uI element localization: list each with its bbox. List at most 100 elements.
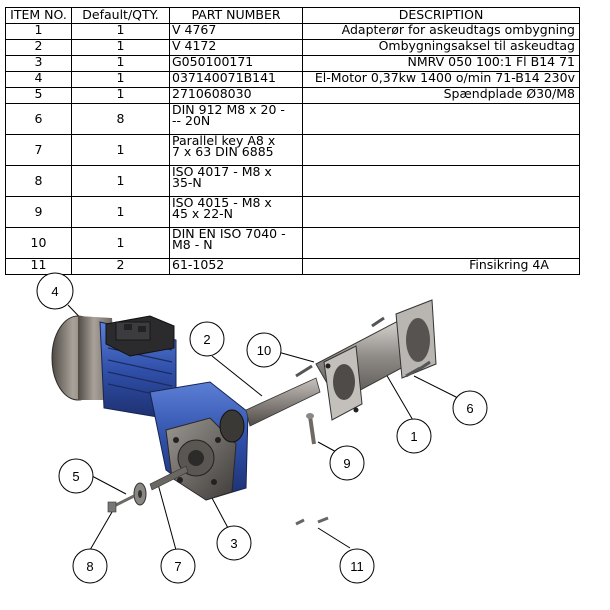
bill-of-materials-table: ITEM NO. Default/QTY. PART NUMBER DESCRI… — [5, 7, 580, 275]
bolt-part — [295, 316, 431, 378]
leader-line-3 — [211, 497, 229, 529]
balloon-3: 3 — [216, 525, 252, 561]
qty-cell: 1 — [71, 39, 170, 56]
description-cell — [302, 165, 580, 197]
part-number-cell: 2710608030 — [169, 87, 303, 104]
description-cell — [302, 134, 580, 166]
hex-bolt-part — [107, 494, 135, 513]
qty-cell: 2 — [71, 258, 170, 275]
description-cell — [302, 103, 580, 135]
balloon-1: 1 — [396, 418, 432, 454]
bom-row: 10 1 DIN EN ISO 7040 - M8 - N — [5, 227, 580, 259]
qty-cell: 1 — [71, 87, 170, 104]
bom-row: 8 1 ISO 4017 - M8 x 35-N — [5, 165, 580, 197]
item-no-cell: 9 — [5, 196, 72, 228]
balloon-5: 5 — [58, 458, 94, 494]
part-number-cell: G050100171 — [169, 55, 303, 72]
bom-row: 4 1 037140071B141 El-Motor 0,37kw 1400 o… — [5, 71, 580, 88]
qty-cell: 1 — [71, 134, 170, 166]
bom-row: 1 1 V 4767 Adapterør for askeudtags omby… — [5, 23, 580, 40]
svg-text:1: 1 — [410, 429, 417, 444]
part-number-cell: DIN EN ISO 7040 - M8 - N — [169, 227, 303, 259]
item-no-cell: 5 — [5, 87, 72, 104]
bom-row: 11 2 61-1052 Finsikring 4A — [5, 258, 580, 275]
description-cell: Finsikring 4A — [302, 258, 580, 275]
drive-shaft-part — [149, 377, 321, 491]
part-number-cell: ISO 4015 - M8 x 45 x 22-N — [169, 196, 303, 228]
part-number-cell: V 4172 — [169, 39, 303, 56]
leader-line-1 — [385, 373, 415, 423]
balloon-2: 2 — [189, 321, 225, 357]
assembly-drawing: 4 2 10 6 1 9 5 3 — [36, 272, 488, 584]
balloon-4: 4 — [36, 272, 74, 310]
item-no-cell: 1 — [5, 23, 72, 40]
svg-text:10: 10 — [257, 343, 271, 358]
header-item-no: ITEM NO. — [5, 7, 72, 24]
part-number-cell: ISO 4017 - M8 x 35-N — [169, 165, 303, 197]
item-no-cell: 4 — [5, 71, 72, 88]
item-balloons: 4 2 10 6 1 9 5 3 — [36, 272, 488, 584]
fuse-part — [295, 516, 329, 526]
washer-part — [133, 482, 147, 506]
leader-line-2 — [211, 355, 263, 397]
svg-text:2: 2 — [203, 332, 210, 347]
leader-line-11 — [317, 527, 351, 549]
leader-line-6 — [413, 375, 459, 399]
header-description: DESCRIPTION — [302, 7, 580, 24]
description-cell: Spændplade Ø30/M8 — [302, 87, 580, 104]
item-no-cell: 2 — [5, 39, 72, 56]
item-no-cell: 11 — [5, 258, 72, 275]
bom-header-row: ITEM NO. Default/QTY. PART NUMBER DESCRI… — [5, 7, 580, 24]
qty-cell: 1 — [71, 23, 170, 40]
part-number-cell: DIN 912 M8 x 20 - -- 20N — [169, 103, 303, 135]
description-cell: NMRV 050 100:1 Fl B14 71 — [302, 55, 580, 72]
balloon-9: 9 — [329, 445, 365, 481]
qty-cell: 1 — [71, 55, 170, 72]
balloon-11: 11 — [339, 548, 375, 584]
screw-part — [306, 413, 316, 445]
description-cell: Adapterør for askeudtags ombygning — [302, 23, 580, 40]
leader-line-5 — [91, 475, 127, 495]
gearbox-part — [149, 381, 249, 501]
balloon-6: 6 — [452, 390, 488, 426]
qty-cell: 1 — [71, 71, 170, 88]
leader-line-7 — [157, 483, 177, 551]
svg-text:11: 11 — [350, 559, 364, 574]
item-no-cell: 3 — [5, 55, 72, 72]
svg-text:8: 8 — [86, 559, 93, 574]
item-no-cell: 6 — [5, 103, 72, 135]
item-no-cell: 8 — [5, 165, 72, 197]
bom-row: 9 1 ISO 4015 - M8 x 45 x 22-N — [5, 196, 580, 228]
balloon-10: 10 — [246, 332, 282, 368]
bom-row: 3 1 G050100171 NMRV 050 100:1 Fl B14 71 — [5, 55, 580, 72]
svg-text:9: 9 — [343, 456, 350, 471]
header-qty: Default/QTY. — [71, 7, 170, 24]
part-number-cell: V 4767 — [169, 23, 303, 40]
part-number-cell: 037140071B141 — [169, 71, 303, 88]
leader-line-10 — [277, 351, 315, 363]
qty-cell: 1 — [71, 196, 170, 228]
qty-cell: 8 — [71, 103, 170, 135]
item-no-cell: 7 — [5, 134, 72, 166]
svg-text:3: 3 — [230, 536, 237, 551]
item-no-cell: 10 — [5, 227, 72, 259]
description-cell: Ombygningsaksel til askeudtag — [302, 39, 580, 56]
balloon-7: 7 — [160, 548, 196, 584]
description-cell — [302, 196, 580, 228]
fasteners — [107, 316, 431, 526]
part-number-cell: 61-1052 — [169, 258, 303, 275]
part-number-cell: Parallel key A8 x 7 x 63 DIN 6885 — [169, 134, 303, 166]
bom-row: 5 1 2710608030 Spændplade Ø30/M8 — [5, 87, 580, 104]
header-part-number: PART NUMBER — [169, 7, 303, 24]
qty-cell: 1 — [71, 165, 170, 197]
description-cell — [302, 227, 580, 259]
leader-line-8 — [89, 511, 113, 551]
qty-cell: 1 — [71, 227, 170, 259]
bom-row: 6 8 DIN 912 M8 x 20 - -- 20N — [5, 103, 580, 135]
svg-text:7: 7 — [174, 559, 181, 574]
bom-row: 7 1 Parallel key A8 x 7 x 63 DIN 6885 — [5, 134, 580, 166]
svg-text:5: 5 — [72, 469, 79, 484]
svg-text:4: 4 — [51, 284, 58, 299]
description-cell: El-Motor 0,37kw 1400 o/min 71-B14 230v — [302, 71, 580, 88]
svg-text:6: 6 — [466, 401, 473, 416]
